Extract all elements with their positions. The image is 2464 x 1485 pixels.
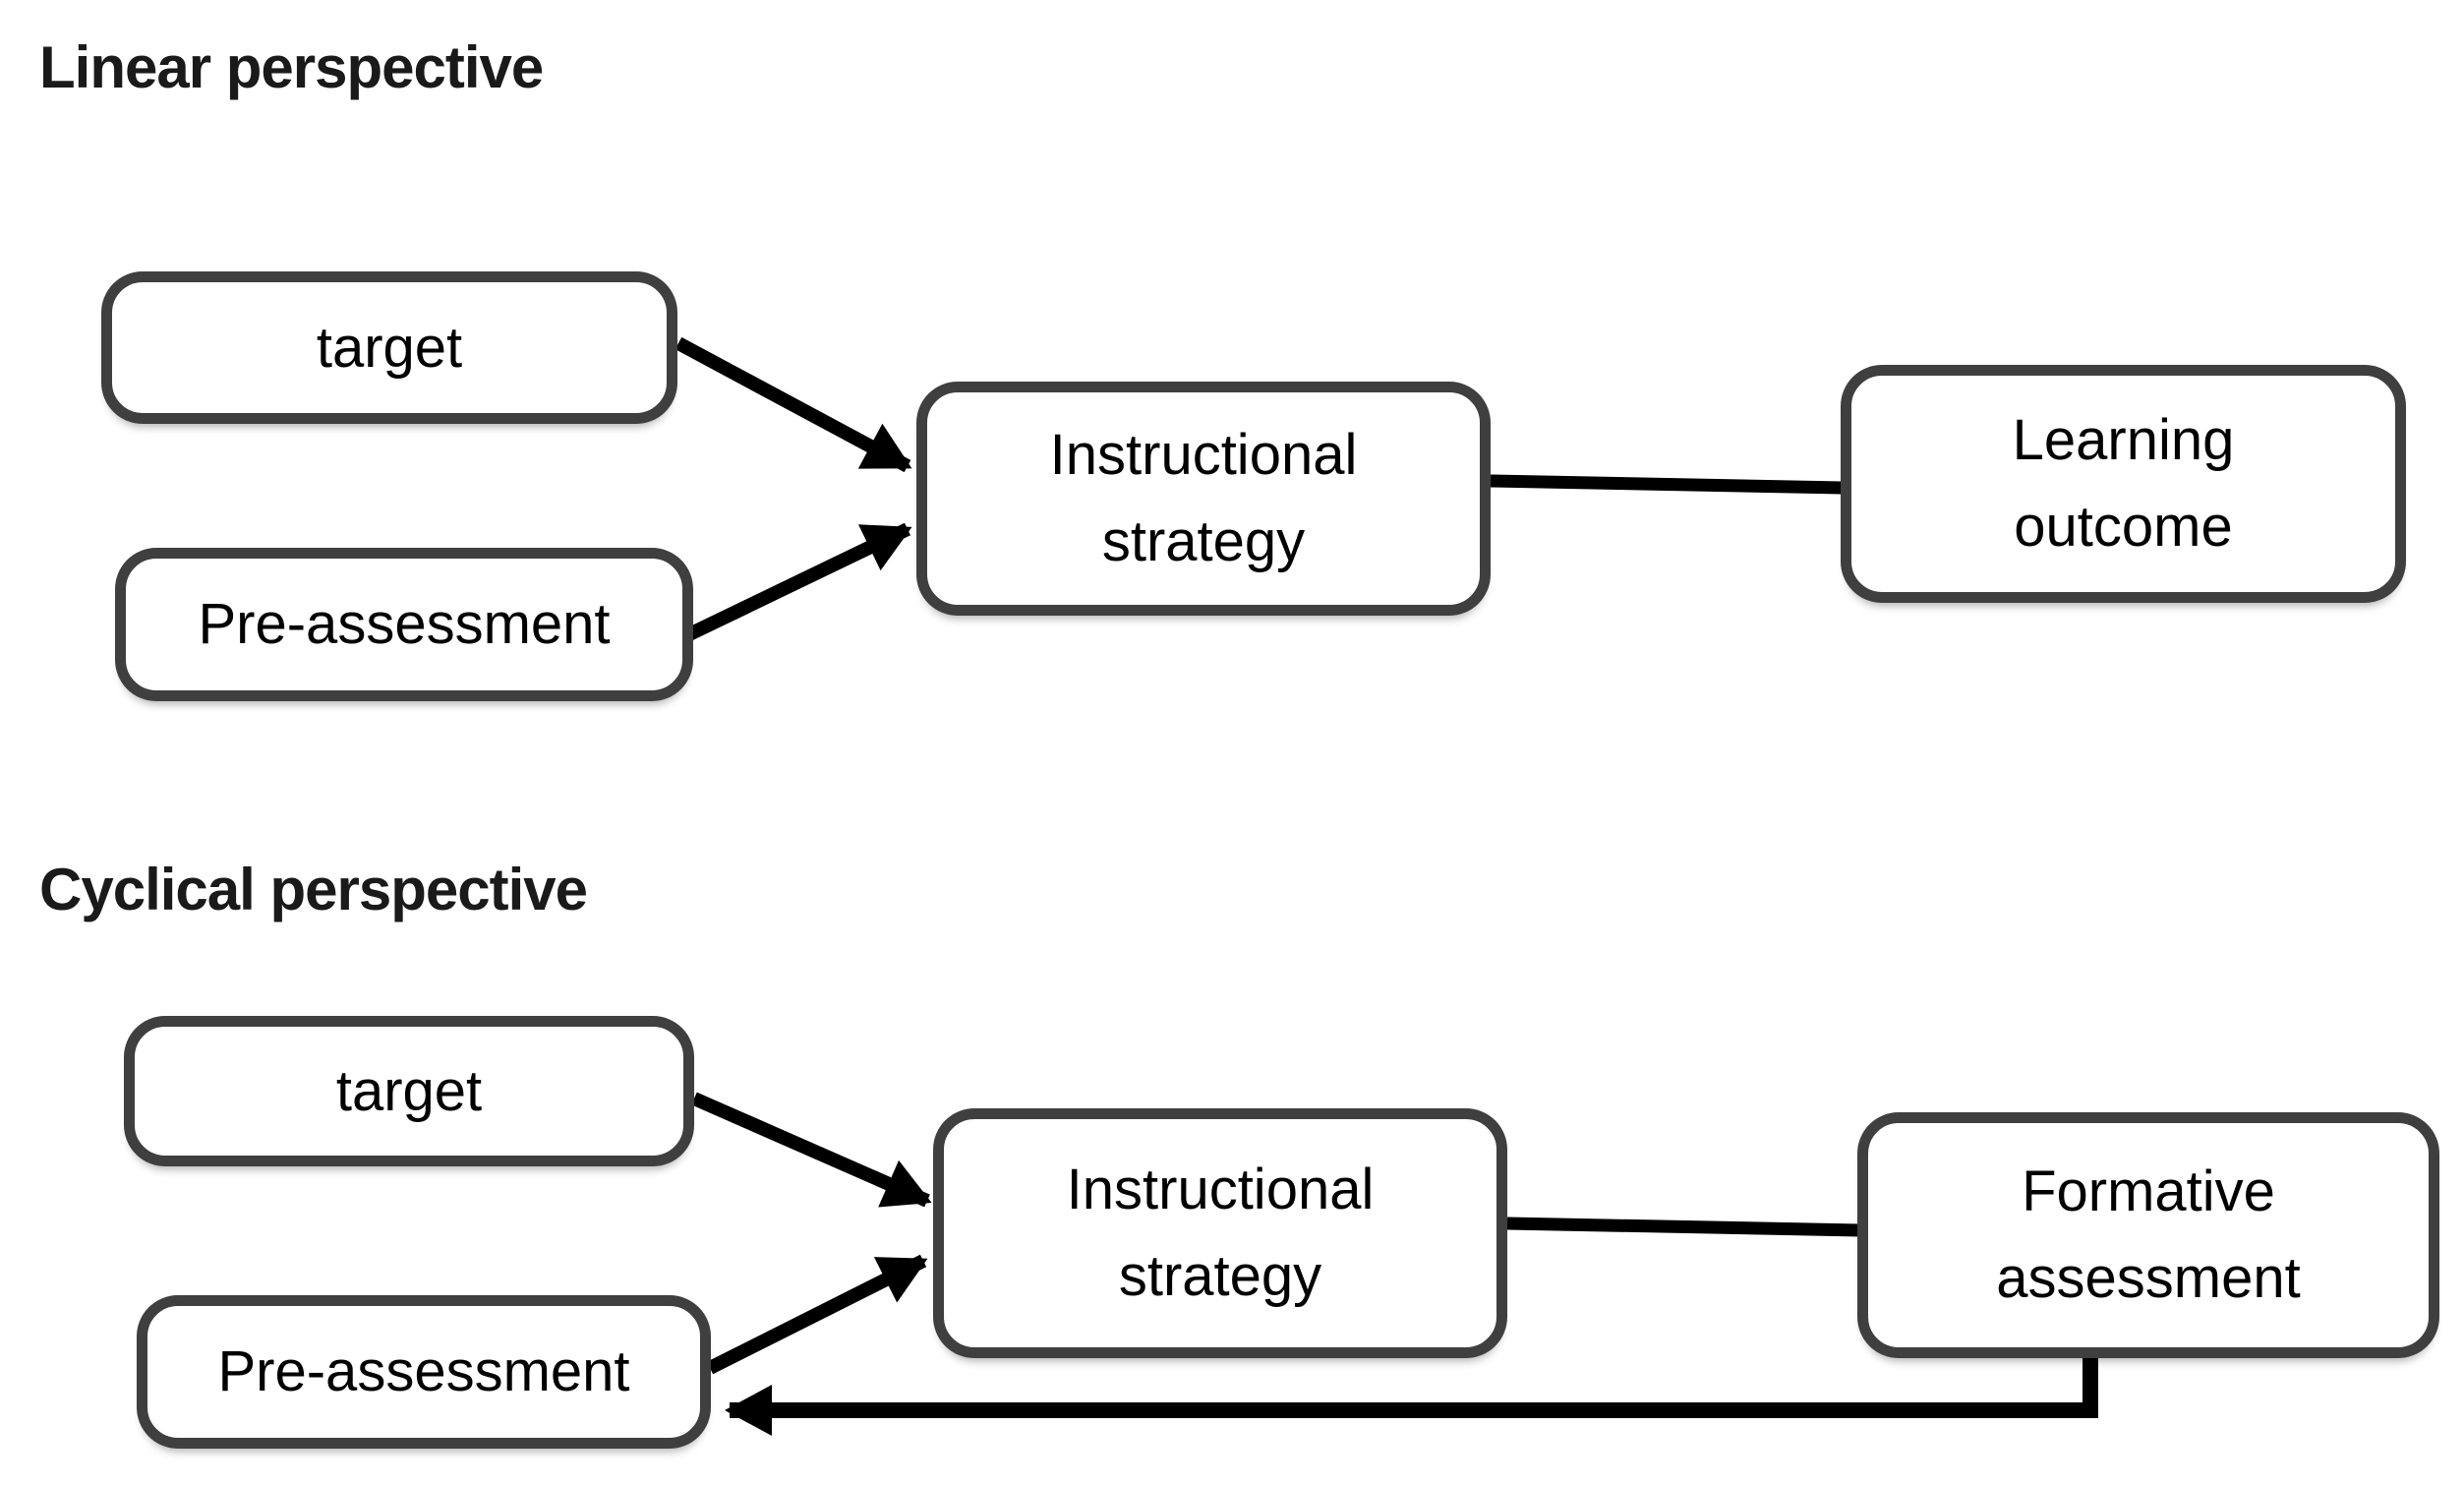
linear-learning-outcome-box: Learning outcome [1841, 365, 2406, 603]
cyclical-section-title: Cyclical perspective [39, 857, 588, 922]
arrow-linear-preassessment-to-strategy [681, 522, 912, 643]
linear-target-box: target [101, 271, 677, 424]
linear-instructional-strategy-line1: Instructional [1049, 423, 1358, 487]
cyclical-formative-assessment-box: Formative assessment [1857, 1112, 2439, 1358]
cyclical-instructional-strategy-box: Instructional strategy [933, 1108, 1507, 1358]
cyclical-pre-assessment-label: Pre-assessment [217, 1339, 630, 1403]
linear-pre-assessment-label: Pre-assessment [198, 592, 611, 656]
cyclical-formative-assessment-line1: Formative [2022, 1159, 2275, 1223]
cyclical-pre-assessment-box: Pre-assessment [137, 1295, 711, 1449]
linear-pre-assessment-box: Pre-assessment [115, 548, 693, 701]
cyclical-instructional-strategy-line1: Instructional [1066, 1158, 1375, 1221]
line-linear-strategy-to-outcome [1490, 474, 1844, 495]
linear-section-title: Linear perspective [39, 34, 544, 100]
arrow-cyclical-preassessment-to-strategy [706, 1254, 928, 1375]
arrow-cyclical-target-to-strategy [691, 1092, 932, 1208]
linear-instructional-strategy-line2: strategy [1101, 509, 1306, 573]
arrow-linear-target-to-strategy [675, 336, 912, 473]
cyclical-formative-assessment-line2: assessment [1996, 1246, 2301, 1310]
linear-target-label: target [316, 315, 463, 380]
linear-learning-outcome-line2: outcome [2014, 495, 2233, 559]
arrow-cyclical-formative-to-preassessment [725, 1358, 2098, 1436]
linear-learning-outcome-line1: Learning [2012, 408, 2235, 472]
linear-instructional-strategy-box: Instructional strategy [916, 382, 1491, 616]
cyclical-target-box: target [124, 1016, 694, 1166]
cyclical-instructional-strategy-line2: strategy [1118, 1244, 1322, 1308]
line-cyclical-strategy-to-formative [1506, 1217, 1860, 1237]
cyclical-target-label: target [335, 1058, 483, 1123]
